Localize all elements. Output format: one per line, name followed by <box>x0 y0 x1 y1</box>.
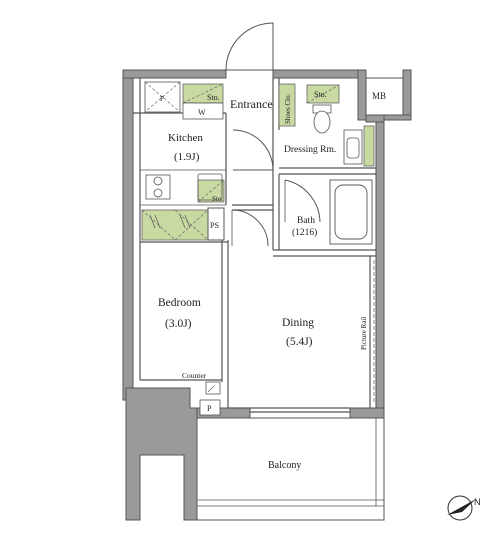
washer-label: W <box>198 108 206 117</box>
p-label-top: P <box>160 95 164 103</box>
dining-label: Dining <box>282 317 314 329</box>
counter-label: Counter <box>182 371 207 380</box>
sto-label-3: Sto. <box>212 195 223 203</box>
toilet <box>312 104 332 134</box>
balcony-label: Balcony <box>268 460 301 471</box>
stove <box>145 174 171 200</box>
mb-box <box>365 77 404 116</box>
bath-size: (1216) <box>292 227 317 238</box>
p-label-bottom: P <box>207 404 212 413</box>
picture-rail-label: Picture Rail <box>360 317 368 350</box>
sink <box>197 173 223 201</box>
dining-size: (5.4J) <box>286 336 313 348</box>
mb-label: MB <box>372 91 386 101</box>
svg-text:N: N <box>474 497 481 507</box>
entrance-door <box>225 22 274 71</box>
north-arrow-icon: N <box>447 495 481 521</box>
washer-space <box>182 102 224 120</box>
dressing-label: Dressing Rm. <box>284 145 336 155</box>
interior-walls <box>133 78 376 413</box>
bedroom-closet <box>141 209 209 241</box>
bedroom-size: (3.0J) <box>165 318 192 330</box>
storage-dressing <box>363 125 375 167</box>
bedroom-label: Bedroom <box>158 297 201 309</box>
counter-box <box>205 381 221 395</box>
shoes-closet-label: Shoes Clo. <box>284 93 292 124</box>
bedroom-door-arc <box>231 209 269 247</box>
bath-door-arc <box>284 179 321 223</box>
kitchen-label: Kitchen <box>168 132 203 144</box>
balcony-area <box>196 417 385 521</box>
sto-label-1: Sto. <box>207 93 220 102</box>
ps-box <box>207 207 225 241</box>
entrance-label: Entrance <box>230 97 273 111</box>
p-box-bottom <box>199 399 221 416</box>
bathtub <box>329 179 373 245</box>
bath-label: Bath <box>297 216 315 226</box>
kitchen-door-arc <box>232 129 274 171</box>
shoes-closet <box>278 83 296 127</box>
kitchen-size: (1.9J) <box>174 151 200 163</box>
ps-label: PS <box>210 221 219 230</box>
sto-label-2: Sto. <box>314 90 327 99</box>
